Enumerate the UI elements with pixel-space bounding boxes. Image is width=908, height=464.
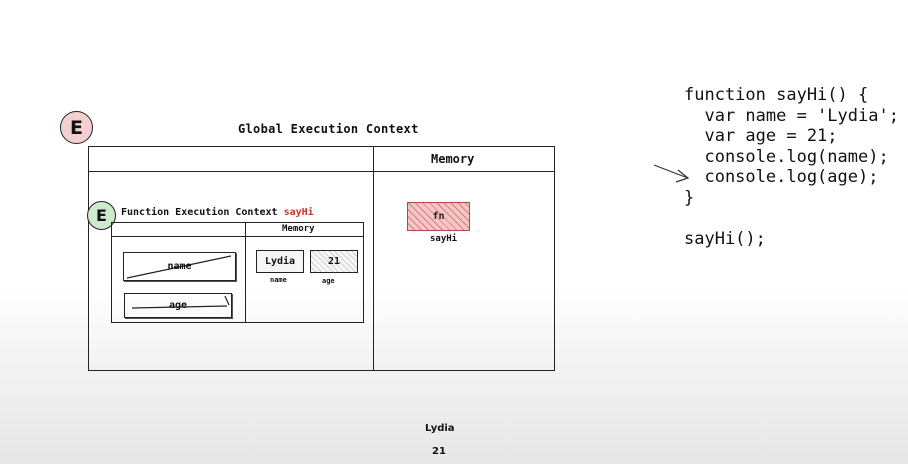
global-memory-fn-cell: fn: [407, 202, 470, 231]
code-line: var name = 'Lydia';: [684, 105, 899, 126]
code-line: console.log(name);: [684, 146, 889, 167]
code-line: }: [684, 187, 695, 208]
memory-name-value: Lydia: [256, 250, 304, 273]
name-slot-label: name: [167, 261, 192, 272]
strike-line-icon: [131, 295, 230, 309]
memory-name-label: name: [270, 276, 287, 284]
code-line: console.log(age);: [684, 167, 879, 187]
code-line: function sayHi() {: [684, 85, 869, 105]
global-memory-divider: [373, 146, 374, 371]
function-context-box: [111, 222, 364, 323]
function-memory-divider: [245, 222, 246, 323]
current-line-arrow-icon: [653, 164, 690, 183]
global-context-box: [88, 146, 555, 371]
code-line: var age = 21;: [684, 126, 838, 146]
global-memory-fn-label: sayHi: [430, 234, 458, 244]
function-context-title-fn-name: sayHi: [283, 207, 314, 218]
name-slot: name: [123, 252, 236, 281]
age-slot-label: age: [168, 300, 188, 311]
function-memory-label: Memory: [282, 224, 315, 234]
global-memory-label: Memory: [431, 152, 475, 166]
code-line: [684, 208, 899, 229]
function-context-title-prefix: Function Execution Context: [121, 207, 278, 218]
global-header-divider: [88, 171, 555, 172]
function-context-title: Function Execution Context sayHi: [121, 207, 314, 218]
console-output-line: 21: [432, 446, 446, 457]
age-slot: age: [124, 293, 232, 318]
memory-age-label: age: [322, 277, 335, 285]
global-context-badge: E: [60, 111, 93, 144]
function-header-divider: [111, 236, 364, 237]
code-block: function sayHi() { var name = 'Lydia'; v…: [684, 85, 899, 249]
global-context-title: Global Execution Context: [238, 122, 419, 136]
console-output-line: Lydia: [425, 423, 455, 434]
strike-line-icon: [126, 255, 232, 279]
memory-age-value: 21: [310, 250, 358, 273]
code-line: sayHi();: [684, 228, 766, 249]
